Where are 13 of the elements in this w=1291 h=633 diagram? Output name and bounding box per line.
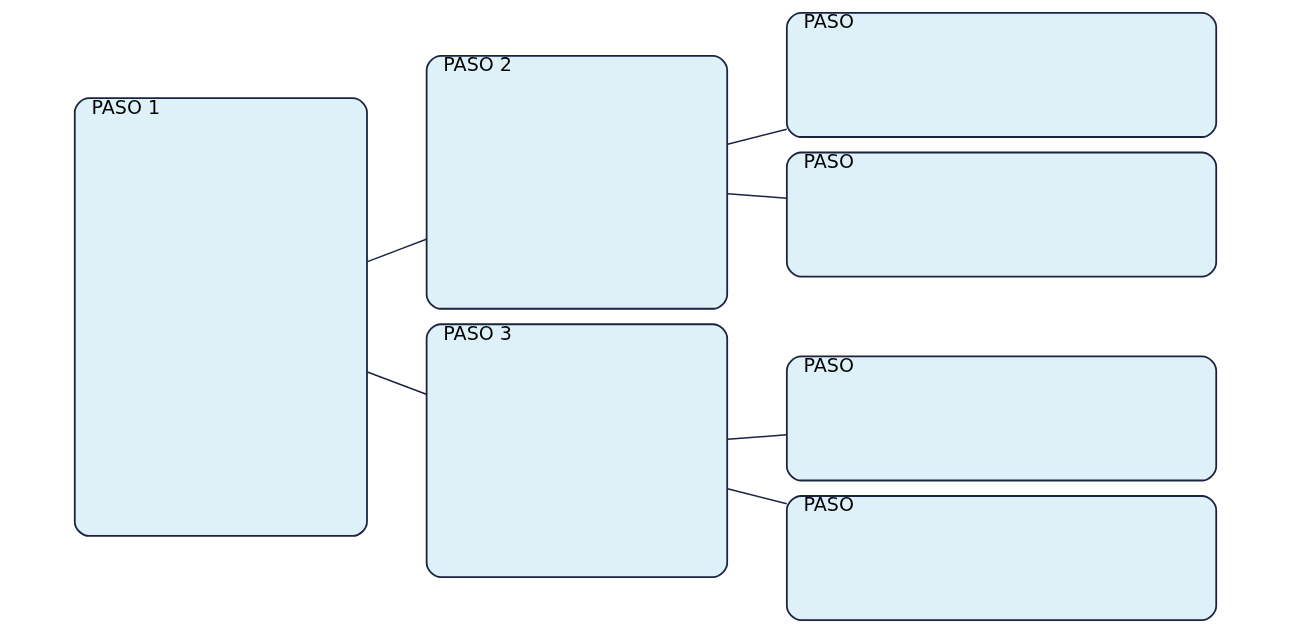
node-box: PASO 3 [425, 323, 729, 578]
connector [726, 193, 788, 199]
connector [366, 238, 428, 263]
connector [366, 371, 428, 395]
node-box: PASO [785, 151, 1218, 278]
node-box: PASO [785, 355, 1218, 482]
node-box: PASO [785, 495, 1218, 621]
connector [726, 487, 788, 505]
node-box: PASO [785, 12, 1218, 138]
node-box: PASO 1 [73, 97, 368, 537]
connector [726, 128, 788, 146]
connector [726, 434, 788, 440]
node-box: PASO 2 [425, 55, 729, 310]
